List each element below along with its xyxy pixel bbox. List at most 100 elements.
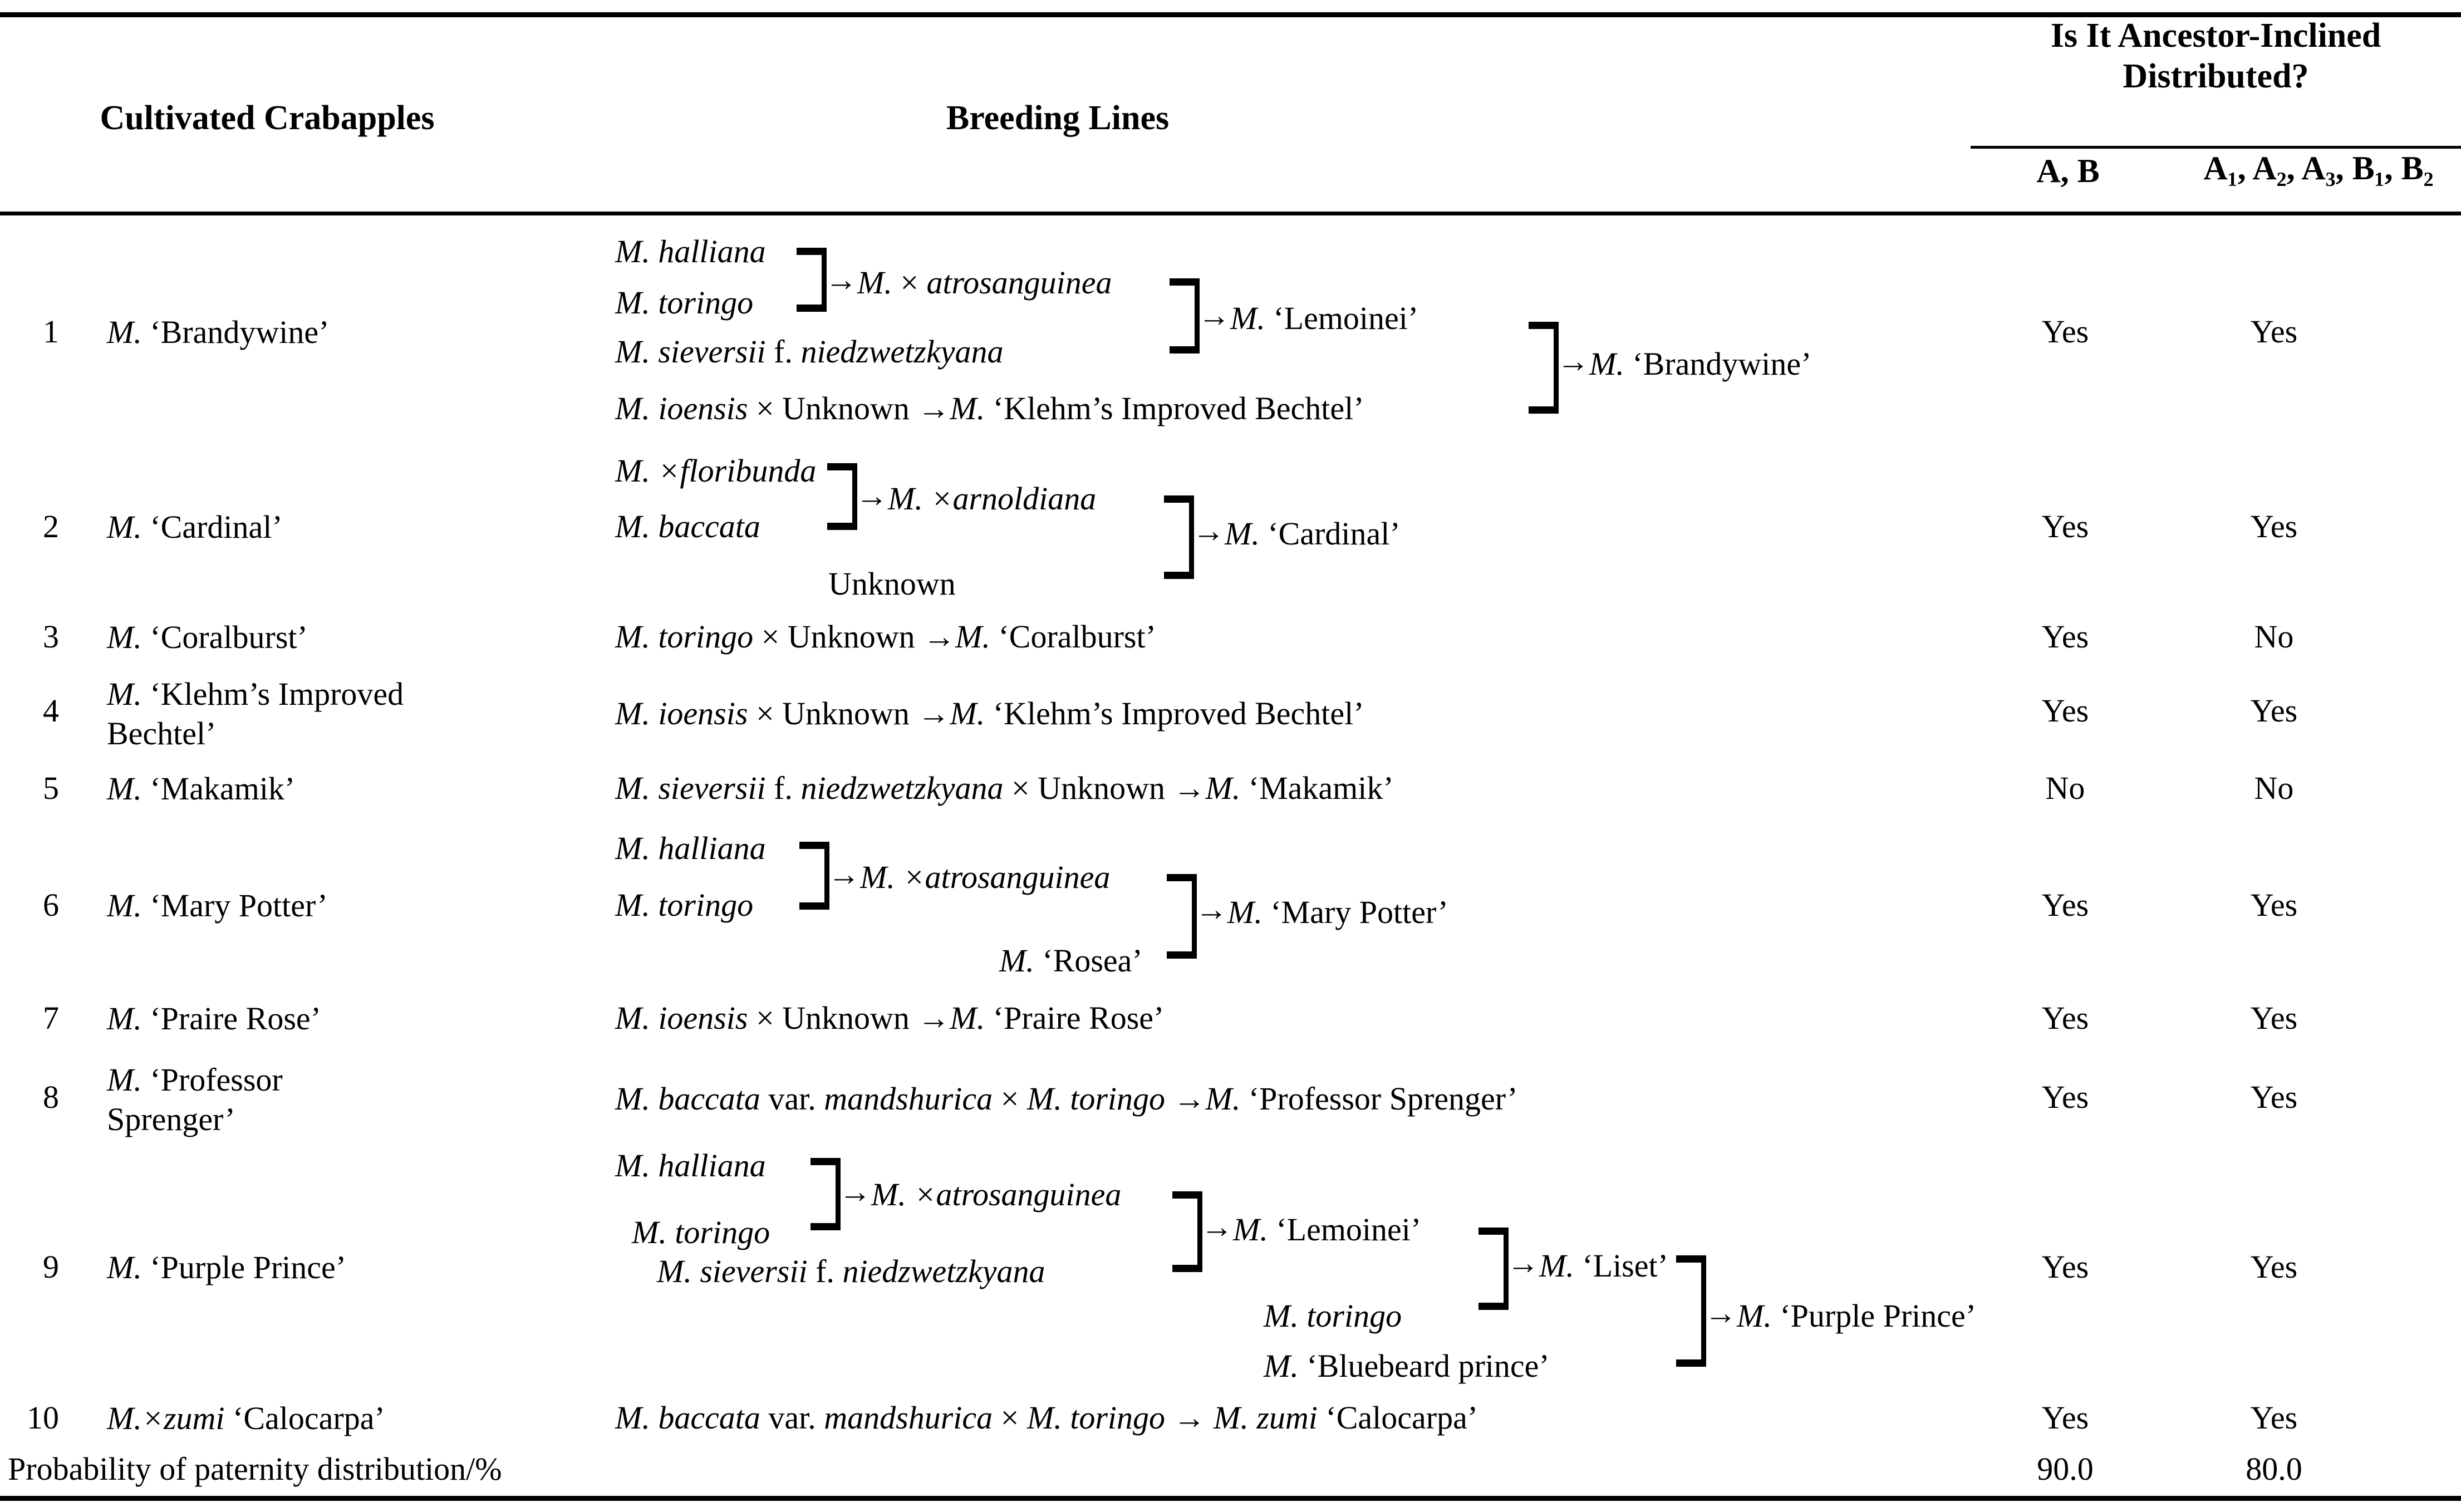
- pedigree-parent: M. ‘Rosea’: [999, 942, 1143, 979]
- pedigree-intermediate: M. ×arnoldiana: [888, 480, 1097, 517]
- pedigree-parent: M. ×floribunda: [615, 453, 817, 489]
- answer-ab: Yes: [2041, 618, 2089, 655]
- pedigree-bracket: [1161, 495, 1194, 579]
- pedigree-parent: M. toringo: [615, 284, 754, 321]
- breeding-line: M. toringo × Unknown →M. ‘Coralburst’: [615, 618, 1156, 655]
- pedigree-arrow-icon: →: [1192, 513, 1225, 549]
- answer-ab: Yes: [2041, 1079, 2089, 1115]
- pedigree-bracket: [1166, 278, 1200, 354]
- pedigree-result: M. ‘Cardinal’: [1225, 516, 1401, 552]
- pedigree-bracket: [1525, 322, 1559, 414]
- breeding-line: M. ioensis × Unknown →M. ‘Klehm’s Improv…: [615, 695, 1364, 732]
- row-number: 9: [43, 1249, 59, 1285]
- answer-ab: Yes: [2041, 1249, 2089, 1285]
- pedigree-intermediate: M. ‘Lemoinei’: [1230, 300, 1419, 336]
- row-cultivar-name: M. ‘Purple Prince’: [107, 1249, 347, 1285]
- row-cultivar-name: M. ‘Cardinal’: [107, 509, 283, 545]
- row-number: 5: [43, 770, 59, 806]
- column-subheader-a1a2a3b1b2: A₁, A₂, A₃, B₁, B₂: [2203, 150, 2434, 186]
- pedigree-parent: M. halliana: [615, 233, 766, 269]
- pedigree-parent: M. sieversii f. niedzwetzkyana: [615, 333, 1004, 370]
- row-number: 3: [43, 618, 59, 655]
- row-cultivar-name: M. ‘Brandywine’: [107, 314, 330, 350]
- answer-a123: Yes: [2250, 1249, 2298, 1285]
- answer-a123: No: [2254, 618, 2294, 655]
- row-number: 7: [43, 1000, 59, 1036]
- answer-ab: Yes: [2041, 887, 2089, 923]
- row-number: 10: [27, 1400, 59, 1436]
- answer-a123: Yes: [2250, 1000, 2298, 1036]
- breeding-line: M. baccata var. mandshurica × M. toringo…: [615, 1081, 1518, 1117]
- pedigree-bracket: [1475, 1228, 1509, 1310]
- pedigree-intermediate: M. × atrosanguinea: [857, 264, 1112, 301]
- pedigree-result: M. ‘Mary Potter’: [1227, 894, 1448, 930]
- pedigree-parent: M. halliana: [615, 830, 766, 866]
- breeding-line: M. baccata var. mandshurica × M. toringo…: [615, 1400, 1478, 1436]
- row-number: 6: [43, 887, 59, 923]
- pedigree-parent: M. toringo: [632, 1214, 770, 1250]
- pedigree-arrow-icon: →: [856, 478, 888, 514]
- row-cultivar-name: M. ‘Coralburst’: [107, 619, 308, 655]
- pedigree-bracket: [824, 463, 857, 530]
- pedigree-intermediate: M. ×atrosanguinea: [871, 1176, 1122, 1212]
- pedigree-arrow-icon: →: [1557, 343, 1589, 379]
- answer-a123: Yes: [2250, 693, 2298, 729]
- footer-value-a123: 80.0: [2246, 1451, 2302, 1487]
- breeding-line: M. ioensis × Unknown →M. ‘Praire Rose’: [615, 1000, 1165, 1036]
- pedigree-parent: M. toringo: [1264, 1298, 1402, 1334]
- answer-a123: Yes: [2250, 313, 2298, 350]
- answer-a123: Yes: [2250, 887, 2298, 923]
- pedigree-parent: M. baccata: [615, 508, 760, 544]
- ancestor-subheader-rule: [1971, 146, 2461, 149]
- row-number: 4: [43, 693, 59, 729]
- table-bottom-rule: [0, 1496, 2461, 1501]
- pedigree-parent: M. ioensis × Unknown →M. ‘Klehm’s Improv…: [615, 390, 1364, 426]
- answer-a123: Yes: [2250, 1400, 2298, 1436]
- pedigree-arrow-icon: →: [1195, 891, 1227, 927]
- pedigree-arrow-icon: →: [825, 262, 857, 298]
- pedigree-parent: M. halliana: [615, 1147, 766, 1184]
- row-cultivar-name: M. ‘Klehm’s Improved Bechtel’: [107, 676, 404, 752]
- answer-a123: Yes: [2250, 1079, 2298, 1115]
- pedigree-parent: M. sieversii f. niedzwetzkyana: [657, 1253, 1045, 1289]
- pedigree-parent: Unknown: [828, 566, 956, 602]
- table-header-rule: [0, 212, 2461, 215]
- pedigree-result: M. ‘Purple Prince’: [1737, 1298, 1977, 1334]
- pedigree-arrow-icon: →: [828, 856, 860, 892]
- pedigree-intermediate: M. ‘Lemoinei’: [1233, 1211, 1422, 1248]
- breeding-line: M. sieversii f. niedzwetzkyana × Unknown…: [615, 770, 1394, 806]
- row-cultivar-name: M.×zumi ‘Calocarpa’: [107, 1400, 385, 1436]
- column-subheader-ab: A, B: [2036, 153, 2100, 189]
- pedigree-parent: M. ‘Bluebeard prince’: [1264, 1348, 1550, 1384]
- pedigree-bracket: [807, 1158, 841, 1230]
- column-header-breeding-lines: Breeding Lines: [946, 99, 1170, 137]
- row-cultivar-name: M. ‘Mary Potter’: [107, 887, 328, 924]
- pedigree-parent: M. toringo: [615, 887, 754, 923]
- footer-label: Probability of paternity distribution/%: [8, 1451, 502, 1487]
- answer-ab: Yes: [2041, 1400, 2089, 1436]
- answer-ab: Yes: [2041, 508, 2089, 544]
- pedigree-bracket: [793, 248, 827, 312]
- pedigree-arrow-icon: →: [1198, 297, 1230, 333]
- pedigree-bracket: [1673, 1255, 1706, 1367]
- answer-a123: Yes: [2250, 508, 2298, 544]
- row-number: 2: [43, 508, 59, 544]
- pedigree-arrow-icon: →: [839, 1174, 871, 1210]
- row-cultivar-name: M. ‘Makamik’: [107, 770, 296, 807]
- pedigree-bracket: [1163, 874, 1197, 959]
- answer-ab: Yes: [2041, 313, 2089, 350]
- row-cultivar-name: M. ‘Professor Sprenger’: [107, 1062, 283, 1137]
- answer-ab: No: [2045, 770, 2085, 806]
- pedigree-bracket: [1169, 1191, 1202, 1272]
- table-top-rule: [0, 12, 2461, 17]
- pedigree-arrow-icon: →: [1507, 1245, 1539, 1281]
- footer-value-ab: 90.0: [2037, 1451, 2094, 1487]
- pedigree-arrow-icon: →: [1704, 1295, 1737, 1331]
- answer-a123: No: [2254, 770, 2294, 806]
- row-cultivar-name: M. ‘Praire Rose’: [107, 1000, 321, 1037]
- row-number: 8: [43, 1079, 59, 1115]
- column-header-ancestor-inclined: Is It Ancestor-Inclined Distributed?: [2050, 17, 2381, 96]
- column-header-cultivated-crabapples: Cultivated Crabapples: [100, 99, 435, 137]
- pedigree-result: M. ‘Brandywine’: [1589, 346, 1812, 382]
